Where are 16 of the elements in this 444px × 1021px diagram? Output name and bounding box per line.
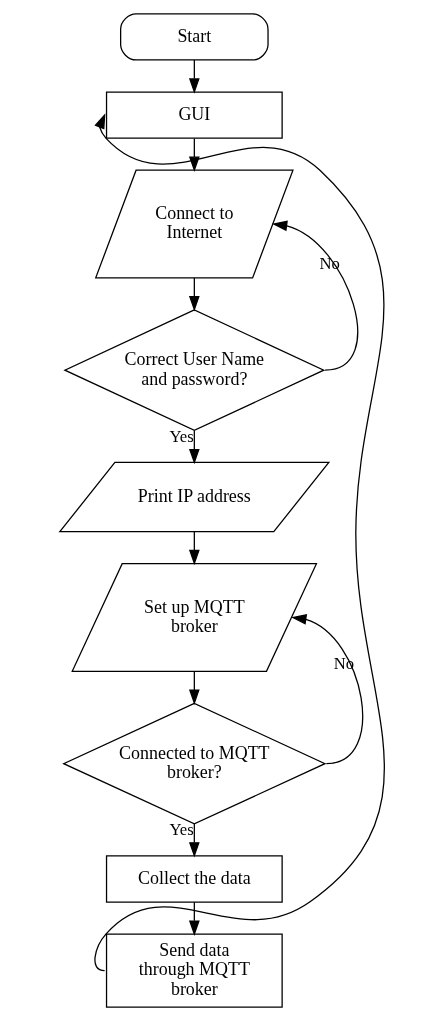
arrow	[188, 59, 200, 94]
node-box: Send data through MQTT broker	[105, 933, 283, 1008]
arrow	[188, 277, 200, 312]
arrow	[290, 614, 363, 765]
arrow	[188, 670, 200, 705]
node-box: GUI	[105, 91, 283, 139]
node-diamond: Connected to MQTT broker?	[61, 702, 326, 825]
node-box: Start	[119, 13, 269, 61]
arrow	[93, 113, 385, 972]
node-diamond: Correct User Name and password?	[62, 309, 325, 432]
arrow	[188, 901, 200, 936]
arrow	[188, 430, 200, 465]
arrow	[271, 220, 358, 371]
arrow	[188, 823, 200, 858]
arrow	[188, 531, 200, 566]
node-box: Collect the data	[105, 855, 283, 903]
